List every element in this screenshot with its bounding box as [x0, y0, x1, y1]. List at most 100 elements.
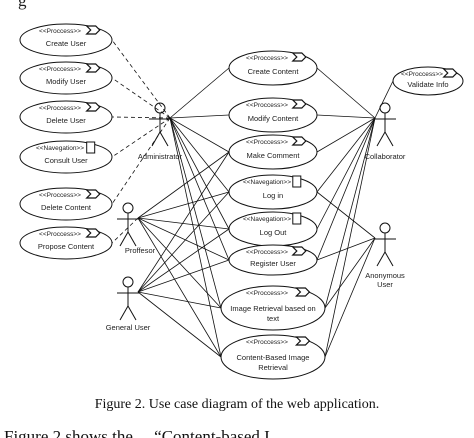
- use-case-consult-user: <<Navegation>>Consult User: [19, 140, 113, 174]
- use-case-create-user: <<Proccess>> Create User: [19, 23, 113, 57]
- stereotype-label: <<Proccess>>: [246, 339, 288, 346]
- use-case-label-line2: Retrieval: [258, 363, 288, 372]
- stick-figure-icon: [374, 222, 396, 267]
- stereotype-label: <<Proccess>>: [246, 55, 288, 62]
- association-administrator-image_retrieval_text: [169, 117, 222, 309]
- use-case-log-out: <<Navegation>> Log Out: [228, 211, 318, 247]
- use-case-label: Consult User: [44, 156, 88, 165]
- use-case-delete-user: <<Proccess>>Delete User: [19, 100, 113, 134]
- association-general_user-log_in: [137, 191, 230, 293]
- process-icon: [294, 287, 311, 297]
- association-proffesor-register_user: [137, 217, 230, 261]
- stick-figure-icon: [374, 102, 396, 147]
- use-case-label: Delete Content: [41, 203, 92, 212]
- stereotype-label: <<Proccess>>: [401, 71, 443, 78]
- association-anonymous_user-register_user: [316, 237, 376, 261]
- use-case-ellipse: [220, 285, 326, 331]
- actor-label: Administrator: [138, 152, 183, 161]
- process-icon: [85, 228, 101, 238]
- stereotype-label: <<Proccess>>: [246, 102, 288, 109]
- figure-caption: Figure 2. Use case diagram of the web ap…: [94, 397, 380, 412]
- association-collaborator-make_comment: [316, 117, 376, 153]
- footer-text: Figure 2 shows the ... “Content-based I: [4, 427, 270, 438]
- use-case-create-content: <<Proccess>> Create Content: [228, 50, 318, 86]
- association-administrator-register_user: [169, 117, 230, 261]
- process-icon: [291, 136, 307, 146]
- association-proffesor-log_in: [137, 191, 230, 219]
- actor-label: Proffesor: [125, 246, 156, 255]
- use-case-label: Make Comment: [247, 151, 301, 160]
- use-case-modify-user: <<Proccess>> Modify User: [19, 61, 113, 95]
- use-case-ellipse: [392, 66, 464, 96]
- stereotype-label: <<Navegation>>: [243, 179, 291, 186]
- association-administrator-modify_user: [111, 77, 171, 119]
- use-case-label: Create Content: [248, 67, 300, 76]
- actor-administrator: Administrator: [138, 102, 183, 161]
- use-case-label: Log Out: [260, 228, 288, 237]
- association-collaborator-log_in: [316, 117, 376, 193]
- use-case-label: Create User: [46, 39, 87, 48]
- use-case-label: Modify User: [46, 77, 87, 86]
- use-case-label-line2: text: [267, 314, 280, 323]
- stereotype-label: <<Proccess>>: [39, 192, 81, 199]
- actor-collaborator: Collaborator: [365, 102, 406, 161]
- process-icon: [291, 99, 307, 109]
- actors: Administrator CollaboratorProffesorGenera…: [106, 102, 406, 332]
- associations: [111, 39, 394, 358]
- stereotype-label: <<Proccess>>: [39, 231, 81, 238]
- actor-proffesor: Proffesor: [117, 202, 156, 255]
- use-case-label: Propose Content: [38, 242, 95, 251]
- association-proffesor-make_comment: [137, 151, 230, 219]
- association-administrator-delete_user: [111, 116, 171, 119]
- stereotype-label: <<Proccess>>: [246, 139, 288, 146]
- association-general_user-log_out: [137, 228, 230, 293]
- association-collaborator-image_retrieval_text: [324, 117, 376, 309]
- association-collaborator-register_user: [316, 117, 376, 261]
- use-case-label: Validate Info: [407, 80, 448, 89]
- page-icon: [86, 141, 96, 154]
- use-case-propose-content: <<Proccess>> Propose Content: [19, 226, 113, 260]
- use-case-label: Register User: [250, 259, 296, 268]
- association-collaborator-modify_content: [316, 114, 376, 119]
- process-icon: [85, 25, 101, 35]
- association-administrator-make_comment: [169, 117, 230, 153]
- association-anonymous_user-log_in: [316, 191, 376, 239]
- association-anonymous_user-cbir: [324, 237, 376, 358]
- page-icon: [292, 175, 302, 188]
- process-icon: [442, 68, 458, 78]
- top-text: g: [18, 0, 27, 10]
- association-administrator-create_content: [169, 67, 230, 119]
- association-anonymous_user-image_retrieval_text: [324, 237, 376, 309]
- association-administrator-delete_content: [111, 117, 171, 205]
- stereotype-label: <<Proccess>>: [246, 249, 288, 256]
- use-case-ellipse: [220, 334, 326, 380]
- actor-general-user: General User: [106, 276, 151, 332]
- footer-text-fragment: Figure 2 shows the ... “Content-based I: [0, 424, 474, 438]
- use-case-diagram: Administrator CollaboratorProffesorGenera…: [19, 23, 464, 380]
- association-collaborator-create_content: [316, 67, 376, 119]
- use-case-label: Log in: [263, 191, 283, 200]
- association-collaborator-validate_info: [374, 80, 394, 119]
- stereotype-label: <<Proccess>>: [39, 66, 81, 73]
- association-proffesor-log_out: [137, 217, 230, 230]
- process-icon: [291, 246, 307, 256]
- use-cases: <<Proccess>> Create User <<Proccess>> Modif…: [19, 23, 464, 380]
- actor-label: General User: [106, 323, 151, 332]
- stereotype-label: <<Navegation>>: [243, 216, 291, 223]
- association-administrator-create_user: [111, 39, 171, 119]
- use-case-validate-info: <<Proccess>> Validate Info: [392, 66, 464, 96]
- actor-label: Collaborator: [365, 152, 406, 161]
- stereotype-label: <<Proccess>>: [39, 105, 81, 112]
- association-general_user-make_comment: [137, 151, 230, 293]
- process-icon: [85, 63, 101, 73]
- use-case-label: Modify Content: [248, 114, 299, 123]
- association-general_user-register_user: [137, 259, 230, 293]
- process-icon: [294, 336, 311, 346]
- stereotype-label: <<Proccess>>: [39, 28, 81, 35]
- association-collaborator-cbir: [324, 117, 376, 358]
- association-administrator-cbir: [169, 117, 222, 358]
- use-case-register-user: <<Proccess>> Register User: [228, 244, 318, 276]
